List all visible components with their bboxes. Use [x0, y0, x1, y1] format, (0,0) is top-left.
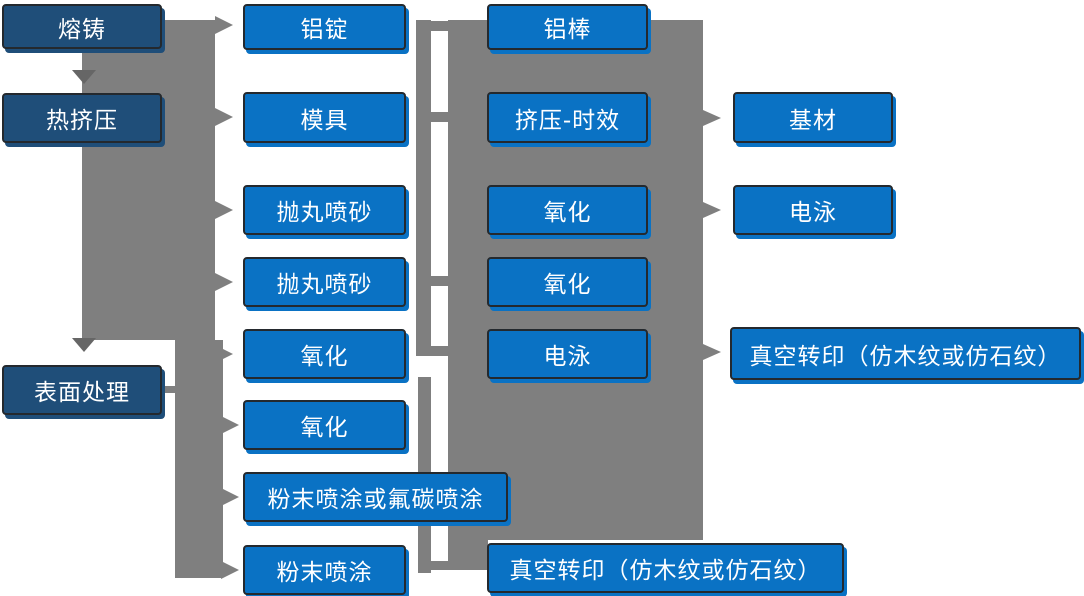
connector-left-main-band [82, 20, 215, 340]
node-base-material: 基材 [733, 92, 893, 143]
connector-surface-stub [162, 386, 176, 393]
connector-mid-band-upper [416, 20, 431, 356]
node-mold: 模具 [243, 92, 406, 143]
node-vacuum-transfer-2: 真空转印（仿木纹或仿石纹） [730, 327, 1081, 380]
arrow-down-icon [72, 338, 96, 352]
node-electrophoresis-1: 电泳 [487, 329, 648, 379]
node-aluminum-rod: 铝棒 [487, 4, 648, 50]
node-shot-blasting-2: 抛丸喷砂 [243, 257, 406, 307]
arrow-right-icon [221, 488, 239, 506]
node-shot-blasting-1: 抛丸喷砂 [243, 185, 406, 235]
arrow-right-icon [703, 110, 721, 126]
node-hot-extrusion: 热挤压 [2, 93, 162, 143]
arrow-right-icon [215, 273, 233, 291]
node-melting-casting: 熔铸 [2, 4, 162, 49]
node-powder-or-fluorocarbon-coating: 粉末喷涂或氟碳喷涂 [243, 472, 508, 522]
node-oxidation-1: 氧化 [243, 329, 406, 379]
arrow-right-icon [221, 561, 239, 579]
arrow-right-icon [215, 345, 233, 363]
node-oxidation-3: 氧化 [487, 185, 648, 235]
node-aluminum-ingot: 铝锭 [243, 4, 406, 50]
node-extrusion-aging: 挤压-时效 [487, 92, 648, 143]
connector-right-band-ext [448, 540, 488, 570]
connector-left-lower-band [175, 340, 223, 578]
arrow-right-icon [215, 16, 233, 34]
connector-mid-stub-top [431, 21, 448, 31]
node-oxidation-4: 氧化 [487, 257, 648, 307]
node-surface-treatment: 表面处理 [2, 365, 162, 415]
arrow-right-icon [215, 108, 233, 126]
connector-mid-stub-oxide [431, 346, 448, 356]
connector-mid-stub-blast [431, 276, 448, 286]
arrow-right-icon [215, 201, 233, 219]
node-powder-coating: 粉末喷涂 [243, 545, 406, 595]
node-electrophoresis-2: 电泳 [733, 185, 893, 235]
arrow-down-icon [72, 70, 96, 84]
connector-mid-stub-mold [431, 112, 448, 122]
arrow-right-icon [221, 416, 239, 434]
arrow-right-icon [703, 202, 721, 218]
node-oxidation-2: 氧化 [243, 400, 406, 450]
arrow-right-icon [703, 344, 721, 360]
connector-mid-stub-bottom [431, 561, 448, 570]
node-vacuum-transfer-1: 真空转印（仿木纹或仿石纹） [487, 543, 844, 593]
